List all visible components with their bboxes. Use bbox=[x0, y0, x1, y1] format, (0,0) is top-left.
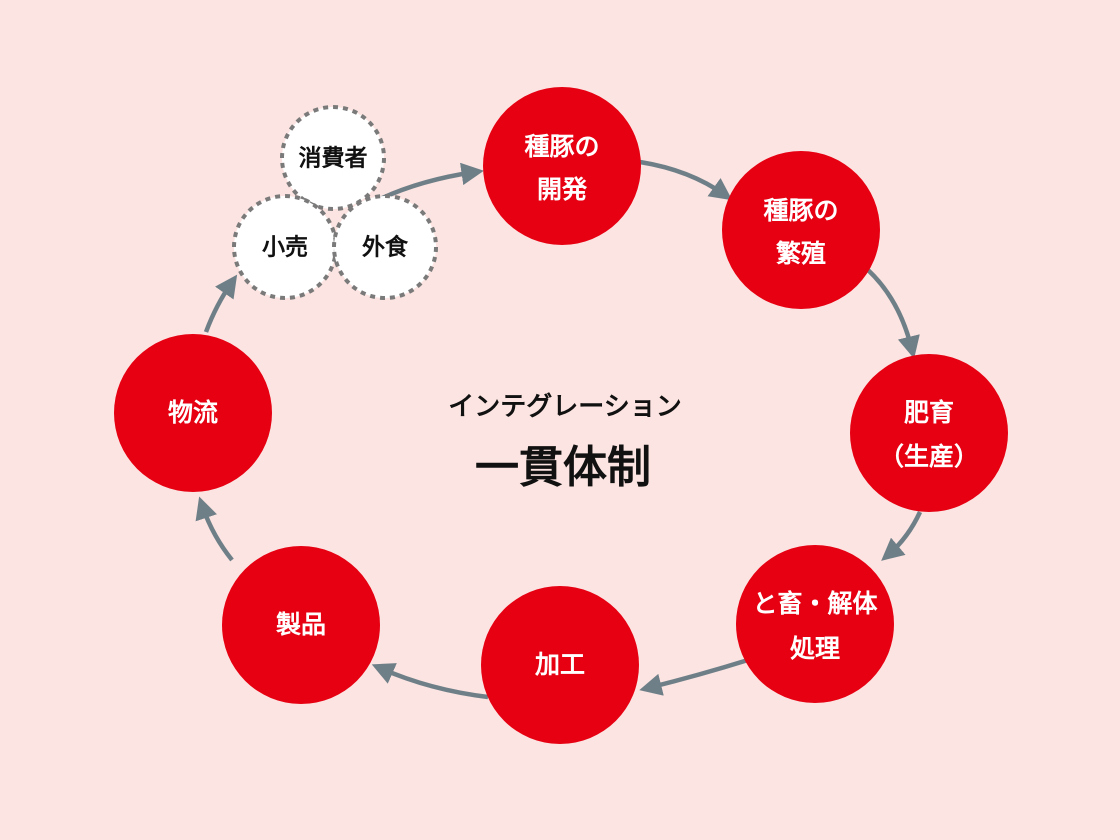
arrow-breeding-to-fattening bbox=[866, 268, 920, 359]
stage-node-fattening: 肥育 （生産） bbox=[850, 354, 1008, 512]
stage-label-line2: 処理 bbox=[790, 634, 840, 663]
stage-label-line1: 種豚の bbox=[763, 196, 838, 225]
center-text: インテグレーション 一貫体制 bbox=[448, 392, 681, 493]
consumer-group: 消費者 小売 外食 bbox=[232, 105, 438, 300]
stage-label-line1: と畜・解体 bbox=[752, 589, 878, 618]
stage-node-breeding-development: 種豚の 開発 bbox=[483, 87, 641, 245]
stage-nodes: 種豚の 開発 種豚の 繁殖 肥育 （生産） と畜・解体 処理 加工 製品 物 bbox=[114, 87, 1008, 744]
arrow-processing-to-product bbox=[371, 663, 489, 700]
stage-label-line1: 肥育 bbox=[904, 398, 954, 427]
consumer-circle-shohisha: 消費者 bbox=[280, 105, 386, 211]
stage-node-processing: 加工 bbox=[481, 586, 639, 744]
center-subtitle: インテグレーション bbox=[448, 392, 681, 422]
stage-node-product: 製品 bbox=[222, 546, 380, 704]
stage-label-line1: 種豚の bbox=[524, 132, 599, 161]
stage-node-logistics: 物流 bbox=[114, 334, 272, 492]
arrow-fattening-to-slaughter bbox=[881, 511, 923, 561]
stage-label-line2: （生産） bbox=[879, 442, 979, 471]
stage-label: 製品 bbox=[275, 610, 326, 639]
arrow-development-to-breeding bbox=[639, 159, 733, 201]
center-title: 一貫体制 bbox=[475, 442, 651, 493]
consumer-circle-retail: 小売 bbox=[232, 194, 338, 300]
stage-label-line2: 開発 bbox=[537, 175, 588, 204]
arrow-slaughter-to-processing bbox=[639, 657, 749, 696]
consumer-label: 消費者 bbox=[299, 146, 368, 172]
stage-node-slaughter: と畜・解体 処理 bbox=[736, 545, 894, 703]
stage-label: 加工 bbox=[534, 650, 585, 679]
stage-label-line2: 繁殖 bbox=[776, 239, 826, 268]
arrow-logistics-to-retail bbox=[203, 274, 238, 333]
arrow-consumer-to-development bbox=[377, 162, 484, 203]
consumer-label: 小売 bbox=[262, 235, 308, 261]
stage-label: 物流 bbox=[168, 398, 218, 427]
stage-node-breeding-propagation: 種豚の 繁殖 bbox=[722, 151, 880, 309]
consumer-label: 外食 bbox=[362, 234, 409, 261]
cycle-arrows bbox=[195, 159, 923, 700]
consumer-circle-dining: 外食 bbox=[332, 194, 438, 300]
arrow-product-to-logistics bbox=[195, 496, 234, 562]
